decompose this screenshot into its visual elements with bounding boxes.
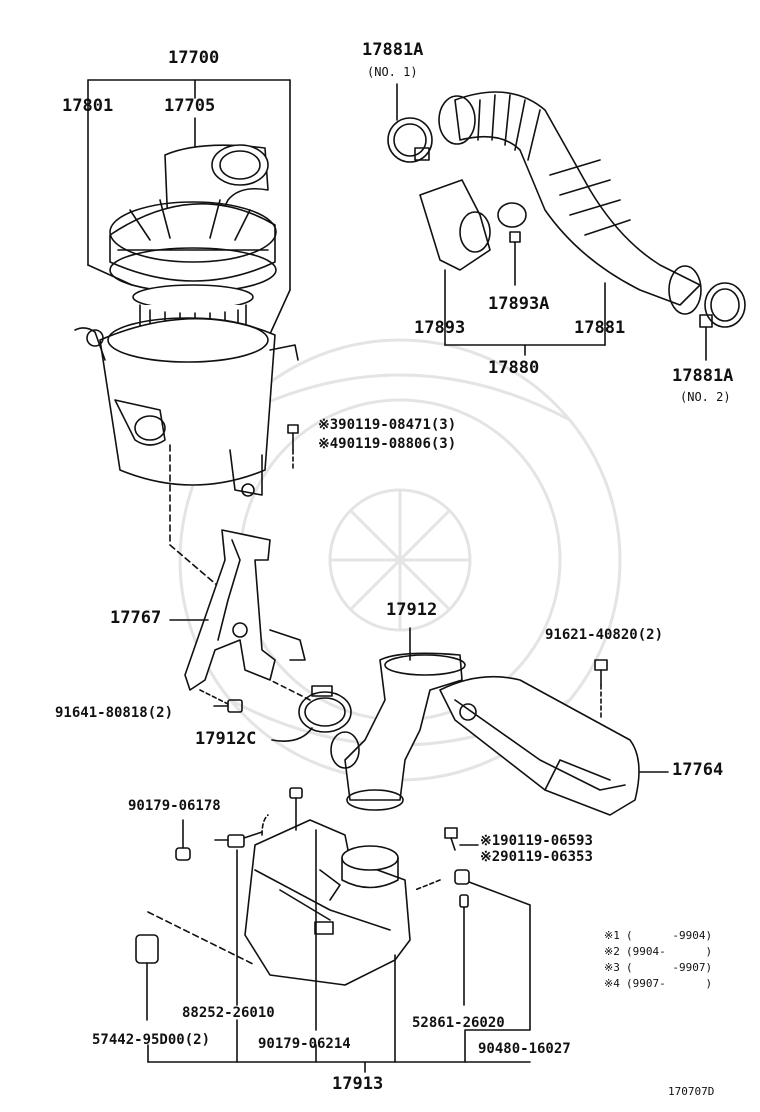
label-57442-95d00[interactable]: 57442-95D00(2) [92,1032,211,1048]
label-17705[interactable]: 17705 [164,96,216,116]
label-bolt-90119-06353[interactable]: ※290119-06353 [480,849,593,865]
grommet-52861-26020 [414,869,470,1006]
legend-range: (9907- ) [626,977,713,990]
bolt-91621-40820 [594,659,608,721]
label-90480-16027[interactable]: 90480-16027 [478,1041,571,1057]
label-88252-26010[interactable]: 88252-26010 [182,1005,275,1021]
label-17881a-no1[interactable]: 17881A [362,40,424,60]
legend-range: (9904- ) [626,945,713,958]
hose-clamp-17881a-no2 [699,282,746,361]
bracket-17767 [184,529,306,691]
legend-range: ( -9907) [626,961,713,974]
clip-90179-06214 [289,787,303,831]
label-90179-06214[interactable]: 90179-06214 [258,1036,351,1052]
bolt-90119-top [287,424,299,471]
label-17881a-no2-note: (NO. 2) [680,390,731,404]
hose-clamp-17881a-no1 [387,83,433,163]
label-17764[interactable]: 17764 [672,760,724,780]
label-17912c[interactable]: 17912C [195,729,257,749]
sensor-88252-26010 [214,831,263,848]
air-cleaner-case [74,317,299,497]
label-bolt-90119-08806[interactable]: ※490119-08806(3) [318,436,457,452]
label-91621-40820[interactable]: 91621-40820(2) [545,627,664,643]
label-17913[interactable]: 17913 [332,1074,384,1094]
leader-17913 [147,829,531,1073]
legend-mark: ※3 [604,961,620,974]
air-cleaner-cap [109,144,277,293]
legend-range: ( -9904) [626,929,713,942]
label-17881a-no1-note: (NO. 1) [367,65,418,79]
leader-17880 [444,344,606,356]
label-17881a-no2[interactable]: 17881A [672,366,734,386]
leader-90480 [464,881,531,1063]
hose-clamp-17893a [497,202,527,286]
resonator-duct-17764 [439,675,669,816]
intake-duct-17912 [330,627,466,811]
resonator-tank-17913 [244,819,411,986]
bolt-90119-lower [444,827,479,851]
hose-clamp-17912c [269,679,352,742]
label-17767[interactable]: 17767 [110,608,162,628]
rubber-elbow-17893 [419,179,491,346]
dashed-leader-tank [261,814,269,836]
label-17893a[interactable]: 17893A [488,294,550,314]
label-91641-80818[interactable]: 91641-80818(2) [55,705,174,721]
label-17700[interactable]: 17700 [168,48,220,68]
bolt-91641-80818 [199,689,243,713]
leader-17700 [87,79,291,346]
label-17912[interactable]: 17912 [386,600,438,620]
dashed-leader-case-bracket [169,444,226,593]
air-hose-17881 [438,91,702,346]
label-17881[interactable]: 17881 [574,318,626,338]
legend-mark: ※1 [604,929,620,942]
label-90179-06178[interactable]: 90179-06178 [128,798,221,814]
label-17801[interactable]: 17801 [62,96,114,116]
label-17880[interactable]: 17880 [488,358,540,378]
legend-mark: ※4 [604,977,620,990]
diagram-code: 170707D [668,1085,715,1098]
clip-90179-06178 [175,819,191,861]
label-17893[interactable]: 17893 [414,318,466,338]
label-bolt-90119-06593[interactable]: ※190119-06593 [480,833,593,849]
label-52861-26020[interactable]: 52861-26020 [412,1015,505,1031]
legend-mark: ※2 [604,945,620,958]
label-bolt-90119-08471[interactable]: ※390119-08471(3) [318,417,457,433]
